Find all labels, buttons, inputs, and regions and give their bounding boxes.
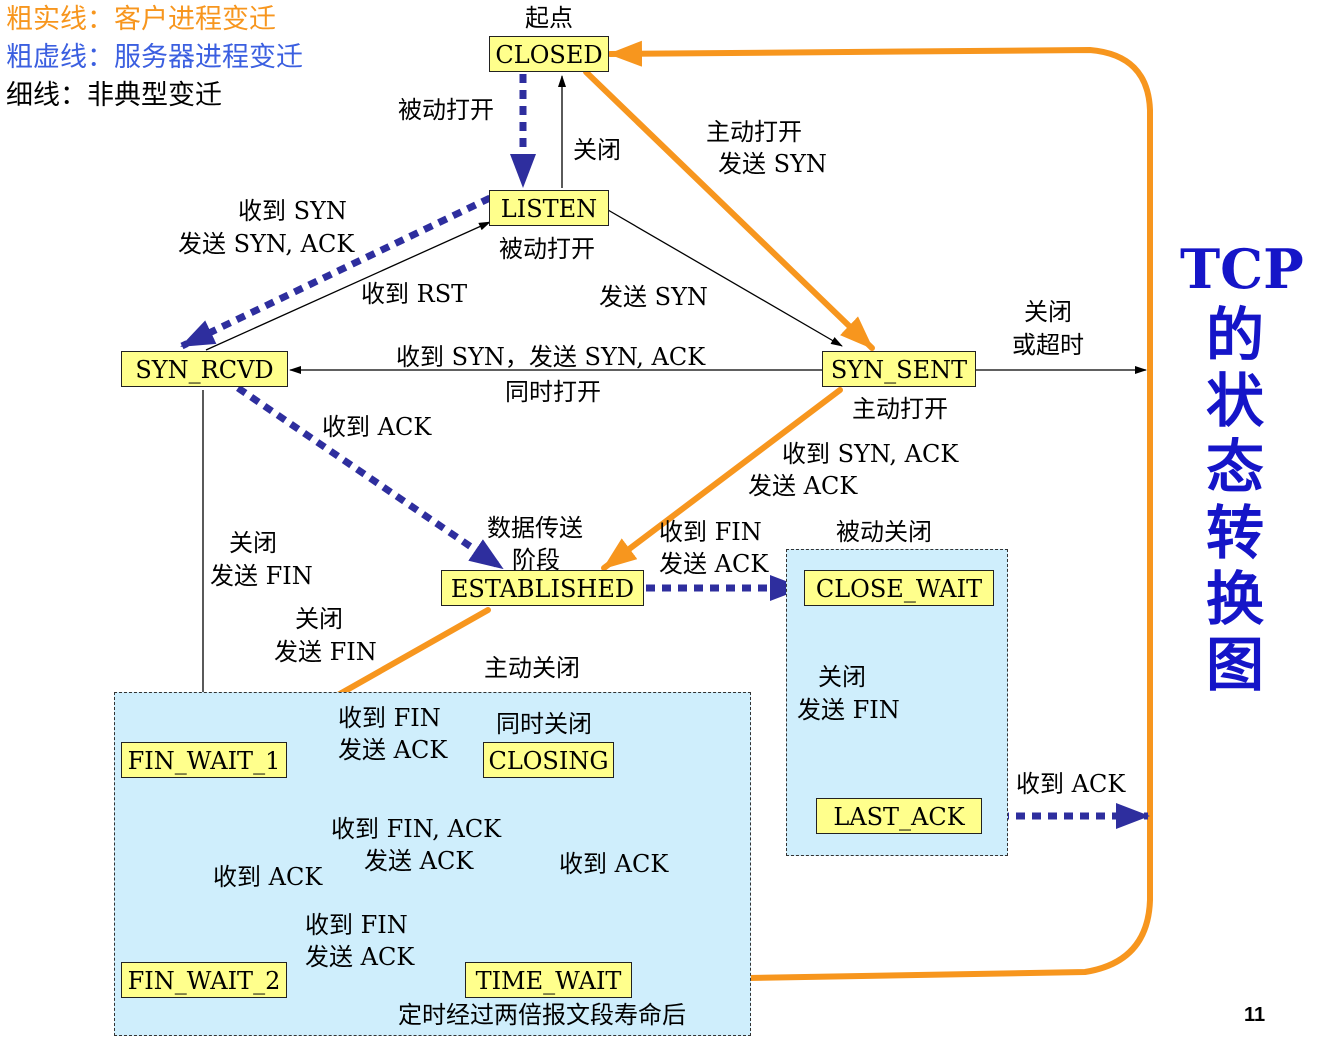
label-recv-syn-line1: 收到 SYN: [238, 197, 347, 225]
label-close-synrcvd-line1: 关闭: [229, 529, 277, 557]
arrow-synrcvd-to-established: [236, 385, 504, 571]
label-recv-syn-line2: 发送 SYN, ACK: [178, 230, 355, 258]
label-passive-open-listen: 被动打开: [499, 235, 595, 263]
label-recv-fin-line1: 收到 FIN: [659, 518, 762, 546]
state-syn-sent: SYN_SENT: [822, 351, 976, 387]
arrow-synsent-to-established: [601, 387, 843, 571]
label-fw1-recv-fin-line1: 收到 FIN: [338, 704, 441, 732]
label-data-transfer-line1: 数据传送: [487, 514, 583, 542]
legend-server: 粗虚线：服务器进程变迁: [6, 42, 303, 73]
label-passive-close: 被动关闭: [836, 518, 932, 546]
label-recv-ack-fw1: 收到 ACK: [213, 863, 323, 891]
label-simultaneous-open-line2: 同时打开: [505, 378, 601, 406]
legend-client: 粗实线：客户进程变迁: [6, 4, 276, 35]
arrow-listen-to-synsent: [607, 209, 843, 347]
state-time-wait: TIME_WAIT: [465, 962, 632, 998]
title-char: TCP: [1180, 237, 1304, 301]
label-close-closewait-line2: 发送 FIN: [797, 696, 900, 724]
state-established: ESTABLISHED: [441, 570, 644, 606]
title-char: 的: [1205, 301, 1264, 369]
label-timeout-2msl: 定时经过两倍报文段寿命后: [398, 1001, 686, 1029]
label-fw2-recv-fin-line1: 收到 FIN: [305, 911, 408, 939]
label-fw1-recv-fin-line2: 发送 ACK: [338, 736, 448, 764]
label-data-transfer-line2: 阶段: [512, 546, 560, 574]
label-recv-synack-line2: 发送 ACK: [748, 472, 858, 500]
label-recv-ack-closing: 收到 ACK: [559, 850, 669, 878]
arrow-listen-to-synrcvd: [180, 194, 492, 350]
label-active-open-line2: 发送 SYN: [718, 150, 827, 178]
state-closed: CLOSED: [489, 36, 609, 72]
label-recv-ack-lastack: 收到 ACK: [1016, 770, 1126, 798]
label-start: 起点: [525, 4, 573, 32]
arrow-synrcvd-to-listen: [205, 221, 491, 351]
label-send-syn: 发送 SYN: [599, 283, 708, 311]
state-fin-wait-1: FIN_WAIT_1: [121, 742, 287, 778]
label-recv-ack: 收到 ACK: [322, 413, 432, 441]
title-char: 态: [1205, 433, 1264, 501]
state-syn-rcvd: SYN_RCVD: [121, 351, 288, 387]
label-recv-synack-line1: 收到 SYN, ACK: [782, 440, 959, 468]
state-last-ack: LAST_ACK: [816, 798, 982, 834]
label-close-synrcvd-line2: 发送 FIN: [210, 562, 313, 590]
label-recv-rst: 收到 RST: [361, 280, 468, 308]
arrow-timewait-to-closed: [607, 40, 1153, 983]
title-char: 状: [1205, 367, 1264, 435]
label-close-established-line2: 发送 FIN: [274, 638, 377, 666]
state-listen: LISTEN: [489, 190, 609, 226]
label-recv-fin-line2: 发送 ACK: [659, 550, 769, 578]
label-fw1-recv-finack-line1: 收到 FIN, ACK: [331, 815, 502, 843]
server-transitions: [180, 74, 1150, 829]
page-number: 11: [1244, 1004, 1266, 1026]
state-fin-wait-2: FIN_WAIT_2: [121, 962, 287, 998]
label-close-closewait-line1: 关闭: [818, 663, 866, 691]
label-close-timeout-line2: 或超时: [1012, 331, 1084, 359]
arrow-closed-to-synsent: [583, 69, 875, 351]
state-closing: CLOSING: [483, 742, 614, 778]
label-active-close: 主动关闭: [484, 654, 580, 682]
title-char: 换: [1205, 565, 1264, 633]
label-close: 关闭: [573, 136, 621, 164]
label-active-open-line1: 主动打开: [706, 118, 802, 146]
label-close-established-line1: 关闭: [295, 605, 343, 633]
legend-atypical: 细线：非典型变迁: [6, 80, 222, 111]
label-close-timeout-line1: 关闭: [1024, 298, 1072, 326]
label-fw2-recv-fin-line2: 发送 ACK: [305, 943, 415, 971]
label-fw1-recv-finack-line2: 发送 ACK: [364, 847, 474, 875]
title-char: 图: [1205, 631, 1264, 699]
state-close-wait: CLOSE_WAIT: [804, 570, 994, 606]
label-passive-open: 被动打开: [398, 96, 494, 124]
title-char: 转: [1205, 499, 1264, 567]
label-simultaneous-close: 同时关闭: [496, 710, 592, 738]
label-active-open-synsent: 主动打开: [852, 395, 948, 423]
label-simultaneous-open-line1: 收到 SYN，发送 SYN, ACK: [396, 343, 706, 371]
